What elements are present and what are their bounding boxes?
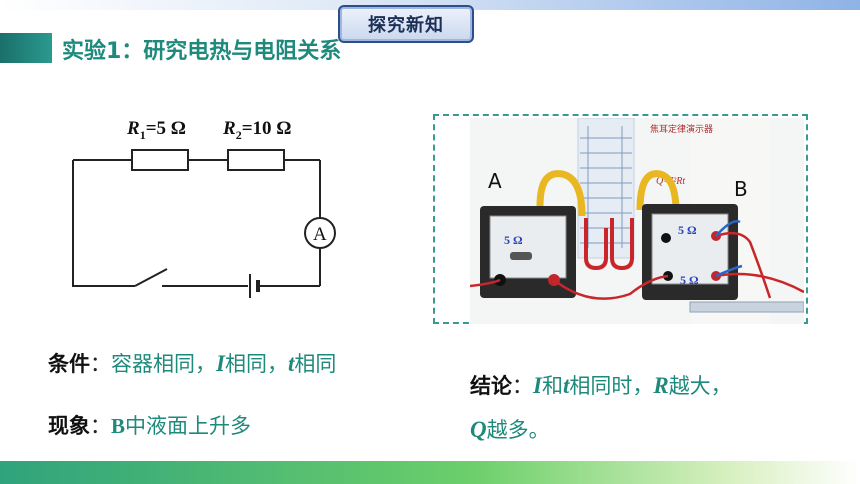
- conditions-var-i: I: [216, 351, 225, 376]
- apparatus-photo: 焦耳定律演示器 Q=I²Rt 5 Ω 5 Ω 5 Ω A B: [470, 118, 804, 324]
- conclusion-line-2: Q越多。: [470, 414, 550, 444]
- phenomenon-label: 现象: [48, 414, 90, 438]
- conditions-var-t: t: [287, 351, 295, 376]
- conditions-sep: ：: [90, 352, 111, 376]
- r2-label: R2=10 Ω: [222, 118, 291, 142]
- conclusion-var-r: R: [653, 373, 669, 398]
- conclusion-text-2: 相同时，: [569, 374, 654, 398]
- title-accent-divider: [52, 33, 56, 63]
- section-badge: 探究新知: [338, 5, 474, 43]
- container-a-label: A: [488, 169, 502, 193]
- ammeter-icon: [304, 217, 336, 249]
- conclusion-var-t: t: [562, 373, 570, 398]
- phenomenon-sep: ：: [90, 414, 111, 438]
- phenomenon-var-b: B: [111, 414, 126, 438]
- conditions-text-2: 相同，: [224, 352, 288, 376]
- device-title: 焦耳定律演示器: [650, 123, 713, 135]
- conditions-line: 条件：容器相同，I相同，t相同: [48, 348, 336, 378]
- slide-title: 实验1：研究电热与电阻关系: [62, 39, 342, 64]
- ammeter-label: A: [313, 224, 327, 245]
- container-b-label: B: [734, 177, 748, 201]
- conclusion-var-q: Q: [470, 417, 487, 442]
- resistor-b1-label: 5 Ω: [678, 223, 697, 237]
- conclusion-text-1: 和: [541, 374, 563, 398]
- conditions-text-3: 相同: [294, 352, 337, 376]
- r1-label: R1=5 Ω: [126, 118, 186, 142]
- circuit-diagram: R1=5 Ω R2=10 Ω A: [72, 118, 336, 298]
- conclusion-line-1: 结论：I和t相同时，R越大，: [470, 370, 732, 400]
- conditions-text-1: 容器相同，: [111, 352, 216, 376]
- conclusion-sep: ：: [512, 374, 533, 398]
- resistor-r1: [131, 149, 189, 171]
- resistor-b2-label: 5 Ω: [680, 273, 699, 287]
- conclusion-text-4: 越多。: [486, 418, 550, 442]
- resistor-r2: [227, 149, 285, 171]
- conclusion-var-i: I: [533, 373, 542, 398]
- title-accent-bar: [0, 33, 52, 63]
- phenomenon-text: 中液面上升多: [125, 414, 252, 438]
- bottom-decor-bar: [0, 461, 860, 484]
- section-badge-text: 探究新知: [368, 15, 444, 36]
- resistor-a-label: 5 Ω: [504, 233, 523, 247]
- phenomenon-line: 现象：B中液面上升多: [48, 410, 251, 440]
- conclusion-text-3: 越大，: [668, 374, 732, 398]
- conclusion-label: 结论: [470, 374, 512, 398]
- conditions-label: 条件: [48, 352, 90, 376]
